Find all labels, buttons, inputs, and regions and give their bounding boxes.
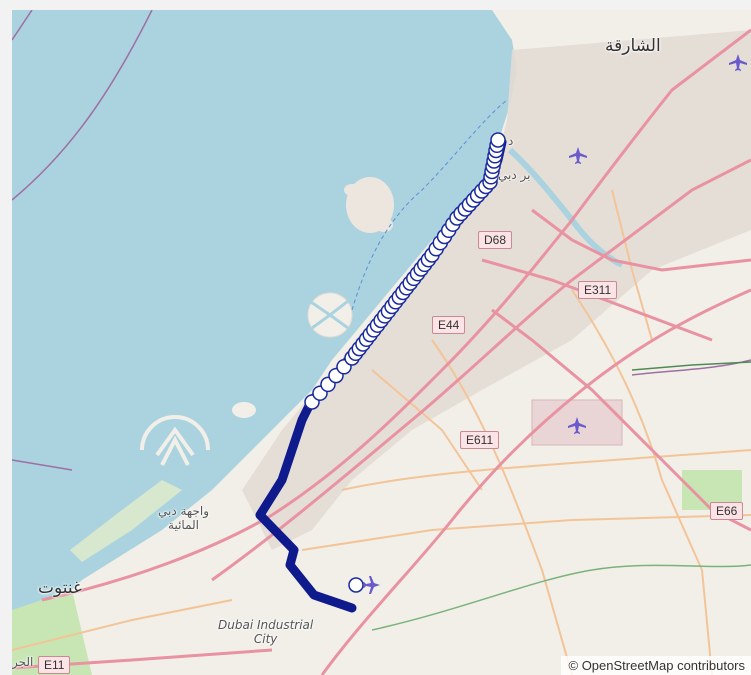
dubai-industrial-line-2: City [253,632,278,646]
place-label-sharjah: الشارقة [605,36,661,56]
route-marker[interactable] [490,132,506,148]
emirate-border [12,10,751,471]
green-route-east [631,361,751,371]
waterfront-line-2: المائية [168,518,199,532]
airplane-icon [363,576,380,594]
map-frame[interactable]: الشارقة د بر دبي واجهة دبي المائية غنتوت… [12,10,751,675]
place-label-edge-fragment: الجر [12,655,34,669]
place-label-waterfront: واجهة دبي المائية [158,504,209,532]
green-route [371,564,751,631]
road-shield-e311: E311 [578,281,618,299]
dubai-industrial-line-1: Dubai Industrial [218,618,314,632]
waterfront-line-1: واجهة دبي [158,504,210,518]
jebel-ali-port [70,480,182,562]
place-label-deira: د [508,134,514,148]
airplane-icon [729,54,747,71]
road-shield-d68: D68 [478,231,513,249]
park-area-south [12,590,92,675]
palm-jumeirah [307,292,353,338]
map-canvas[interactable] [12,10,751,675]
airplane-icon [568,417,586,434]
route-markers [304,132,506,593]
road-shield-e66: E66 [710,502,744,520]
place-label-bur-dubai: بر دبي [498,168,531,182]
palm-jebel-ali [140,415,210,466]
world-islands [344,177,394,233]
airplane-icon [569,147,587,164]
route-marker[interactable] [348,577,364,593]
road-shield-e44: E44 [432,316,466,334]
urban-area [242,30,751,550]
place-label-dubai-industrial: Dubai Industrial City [218,618,313,646]
road-shield-e611: E611 [460,431,500,449]
road-shield-e11: E11 [38,656,71,674]
primary-roads [12,189,751,675]
map-attribution[interactable]: © OpenStreetMap contributors [560,656,751,675]
dashed-border [351,99,508,311]
place-label-ghantoot: غنتوت [38,578,82,598]
small-island [232,402,256,418]
